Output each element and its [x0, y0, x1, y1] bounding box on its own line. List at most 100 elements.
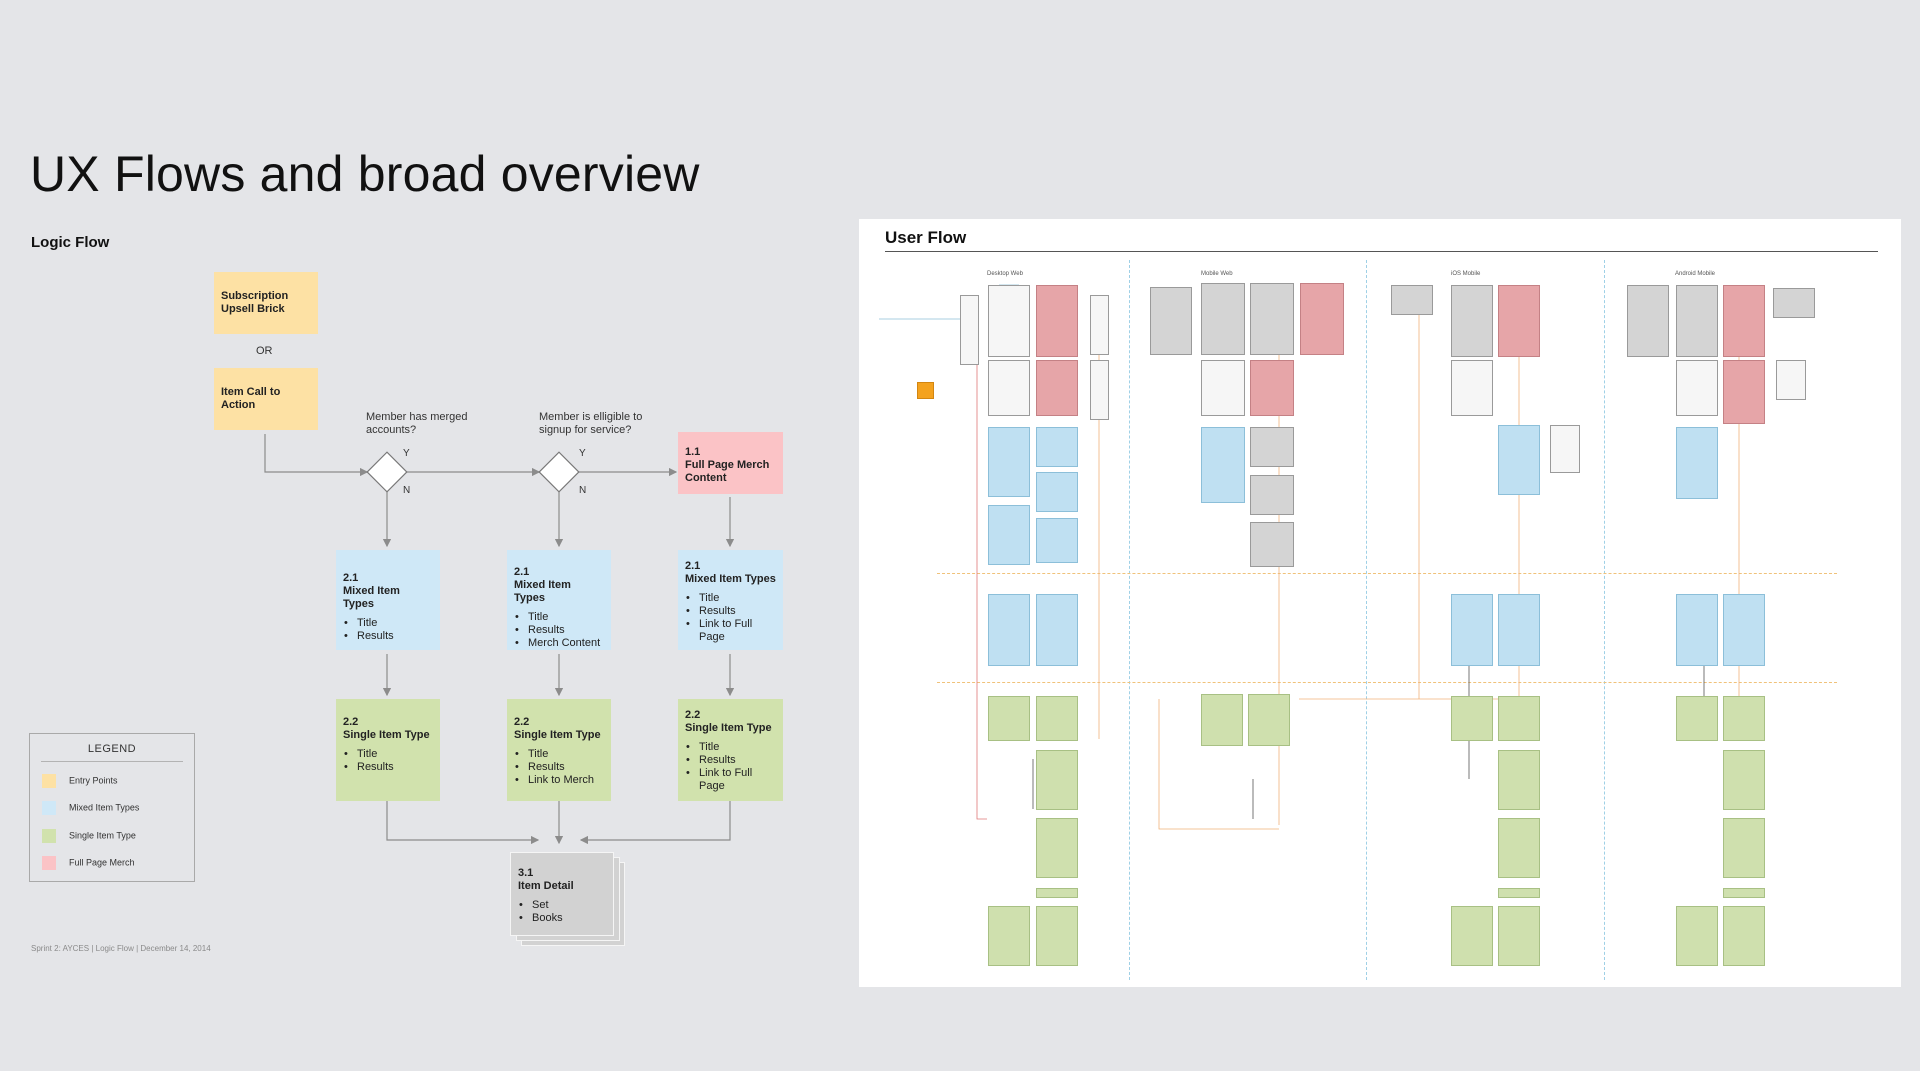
wireframe-thumbnail [1090, 360, 1109, 420]
wireframe-thumbnail [1676, 285, 1718, 357]
list-item: Title [514, 611, 604, 624]
legend: LEGEND Entry Points Mixed Item Types Sin… [29, 733, 195, 882]
node-item-detail: 3.1 Item Detail Set Books [510, 852, 614, 936]
list-item: Set [518, 899, 606, 912]
wireframe-thumbnail [1498, 696, 1540, 741]
legend-item-mixed: Mixed Item Types [42, 801, 139, 815]
wireframe-thumbnail [1248, 694, 1290, 746]
wireframe-thumbnail [1036, 750, 1078, 810]
entry-item-cta: Item Call to Action [214, 368, 318, 430]
legend-title: LEGEND [87, 743, 137, 755]
node-title: Single Item Type [343, 729, 430, 741]
node-mixed-item-types: 2.1 Mixed Item Types Title Results Link … [678, 550, 783, 650]
node-num: 2.1 [685, 560, 701, 572]
wireframe-thumbnail [1723, 906, 1765, 966]
legend-swatch [42, 856, 56, 870]
node-title: Item Detail [518, 880, 574, 892]
logic-flow-connectors [264, 434, 735, 845]
user-flow-title: User Flow [885, 228, 967, 247]
wireframe-thumbnail [1723, 285, 1765, 357]
wireframe-thumbnail [1498, 818, 1540, 878]
wireframe-thumbnail [1723, 594, 1765, 666]
wireframe-thumbnail [988, 285, 1030, 357]
list-item: Results [685, 605, 776, 618]
entry-item-cta-label: Item Call to Action [221, 386, 281, 411]
wireframe-thumbnail [1676, 696, 1718, 741]
wireframe-thumbnail [1498, 425, 1540, 495]
list-item: Title [343, 748, 433, 761]
entry-subscription-upsell: Subscription Upsell Brick [214, 272, 318, 334]
node-list: Set Books [518, 899, 606, 925]
legend-item-entry: Entry Points [42, 774, 118, 788]
wireframe-thumbnail [1773, 288, 1815, 318]
node-num: 2.2 [685, 709, 701, 721]
decision-eligible-diamond [538, 451, 580, 493]
wireframe-thumbnail [1498, 750, 1540, 810]
node-list: Title Results [343, 748, 433, 774]
wireframe-thumbnail [988, 360, 1030, 416]
wireframe-thumbnail [1676, 427, 1718, 499]
node-title: Mixed Item Types [514, 579, 571, 604]
column-label-ios-mobile: iOS Mobile [1451, 271, 1481, 277]
wireframe-thumbnail [1090, 295, 1109, 355]
wireframe-thumbnail [1776, 360, 1806, 400]
list-item: Results [514, 761, 604, 774]
decision-eligible-yes: Y [579, 448, 586, 459]
wireframe-thumbnail [1036, 696, 1078, 741]
wireframe-thumbnail [1451, 360, 1493, 416]
list-item: Link to Full Page [685, 767, 776, 793]
logic-flow-title: Logic Flow [31, 234, 110, 251]
page-title: UX Flows and broad overview [30, 146, 700, 202]
wireframe-thumbnail [1250, 283, 1294, 355]
wireframe-thumbnail [1723, 818, 1765, 878]
wireframe-thumbnail [1391, 285, 1433, 315]
wireframe-thumbnail [1676, 594, 1718, 666]
wireframe-thumbnail [1201, 360, 1245, 416]
wireframe-thumbnail [1723, 360, 1765, 424]
list-item: Results [685, 754, 776, 767]
wireframe-thumbnail [1451, 696, 1493, 741]
wireframe-thumbnail [1150, 287, 1192, 355]
legend-item-single: Single Item Type [42, 829, 136, 843]
decision-eligible-no: N [579, 485, 587, 496]
wireframe-thumbnail [1451, 285, 1493, 357]
decision-merged-no: N [403, 485, 411, 496]
wireframe-thumbnail [917, 382, 934, 399]
row-divider [937, 682, 1837, 683]
row-divider [937, 573, 1837, 574]
wireframe-thumbnail [1498, 906, 1540, 966]
wireframe-thumbnail [960, 295, 979, 365]
list-item: Books [518, 912, 606, 925]
legend-swatch [42, 774, 56, 788]
wireframe-thumbnail [1723, 696, 1765, 741]
legend-divider [41, 761, 183, 762]
wireframe-thumbnail [1036, 888, 1078, 898]
list-item: Results [343, 761, 433, 774]
wireframe-thumbnail [1498, 285, 1540, 357]
column-label-desktop-web: Desktop Web [987, 271, 1023, 277]
list-item: Results [514, 624, 604, 637]
node-title: Mixed Item Types [343, 585, 400, 610]
legend-swatch [42, 801, 56, 815]
wireframe-thumbnail [1498, 594, 1540, 666]
decision-merged-diamond [366, 451, 408, 493]
column-label-mobile-web: Mobile Web [1201, 271, 1233, 277]
wireframe-thumbnail [1550, 425, 1580, 473]
list-item: Results [343, 630, 433, 643]
legend-label: Mixed Item Types [69, 802, 140, 813]
legend-label: Single Item Type [69, 830, 136, 841]
list-item: Title [514, 748, 604, 761]
column-divider [1604, 260, 1605, 980]
column-divider [1366, 260, 1367, 980]
legend-swatch [42, 829, 56, 843]
wireframe-thumbnail [1036, 472, 1078, 512]
wireframe-thumbnail [1250, 427, 1294, 467]
footer-note: Sprint 2: AYCES | Logic Flow | December … [31, 944, 211, 953]
wireframe-thumbnail [1676, 906, 1718, 966]
wireframe-thumbnail [1498, 888, 1540, 898]
wireframe-thumbnail [1036, 818, 1078, 878]
wireframe-thumbnail [1036, 906, 1078, 966]
wireframe-thumbnail [1201, 694, 1243, 746]
node-list: Title Results [343, 617, 433, 643]
user-flow-title-rule [885, 251, 1878, 252]
